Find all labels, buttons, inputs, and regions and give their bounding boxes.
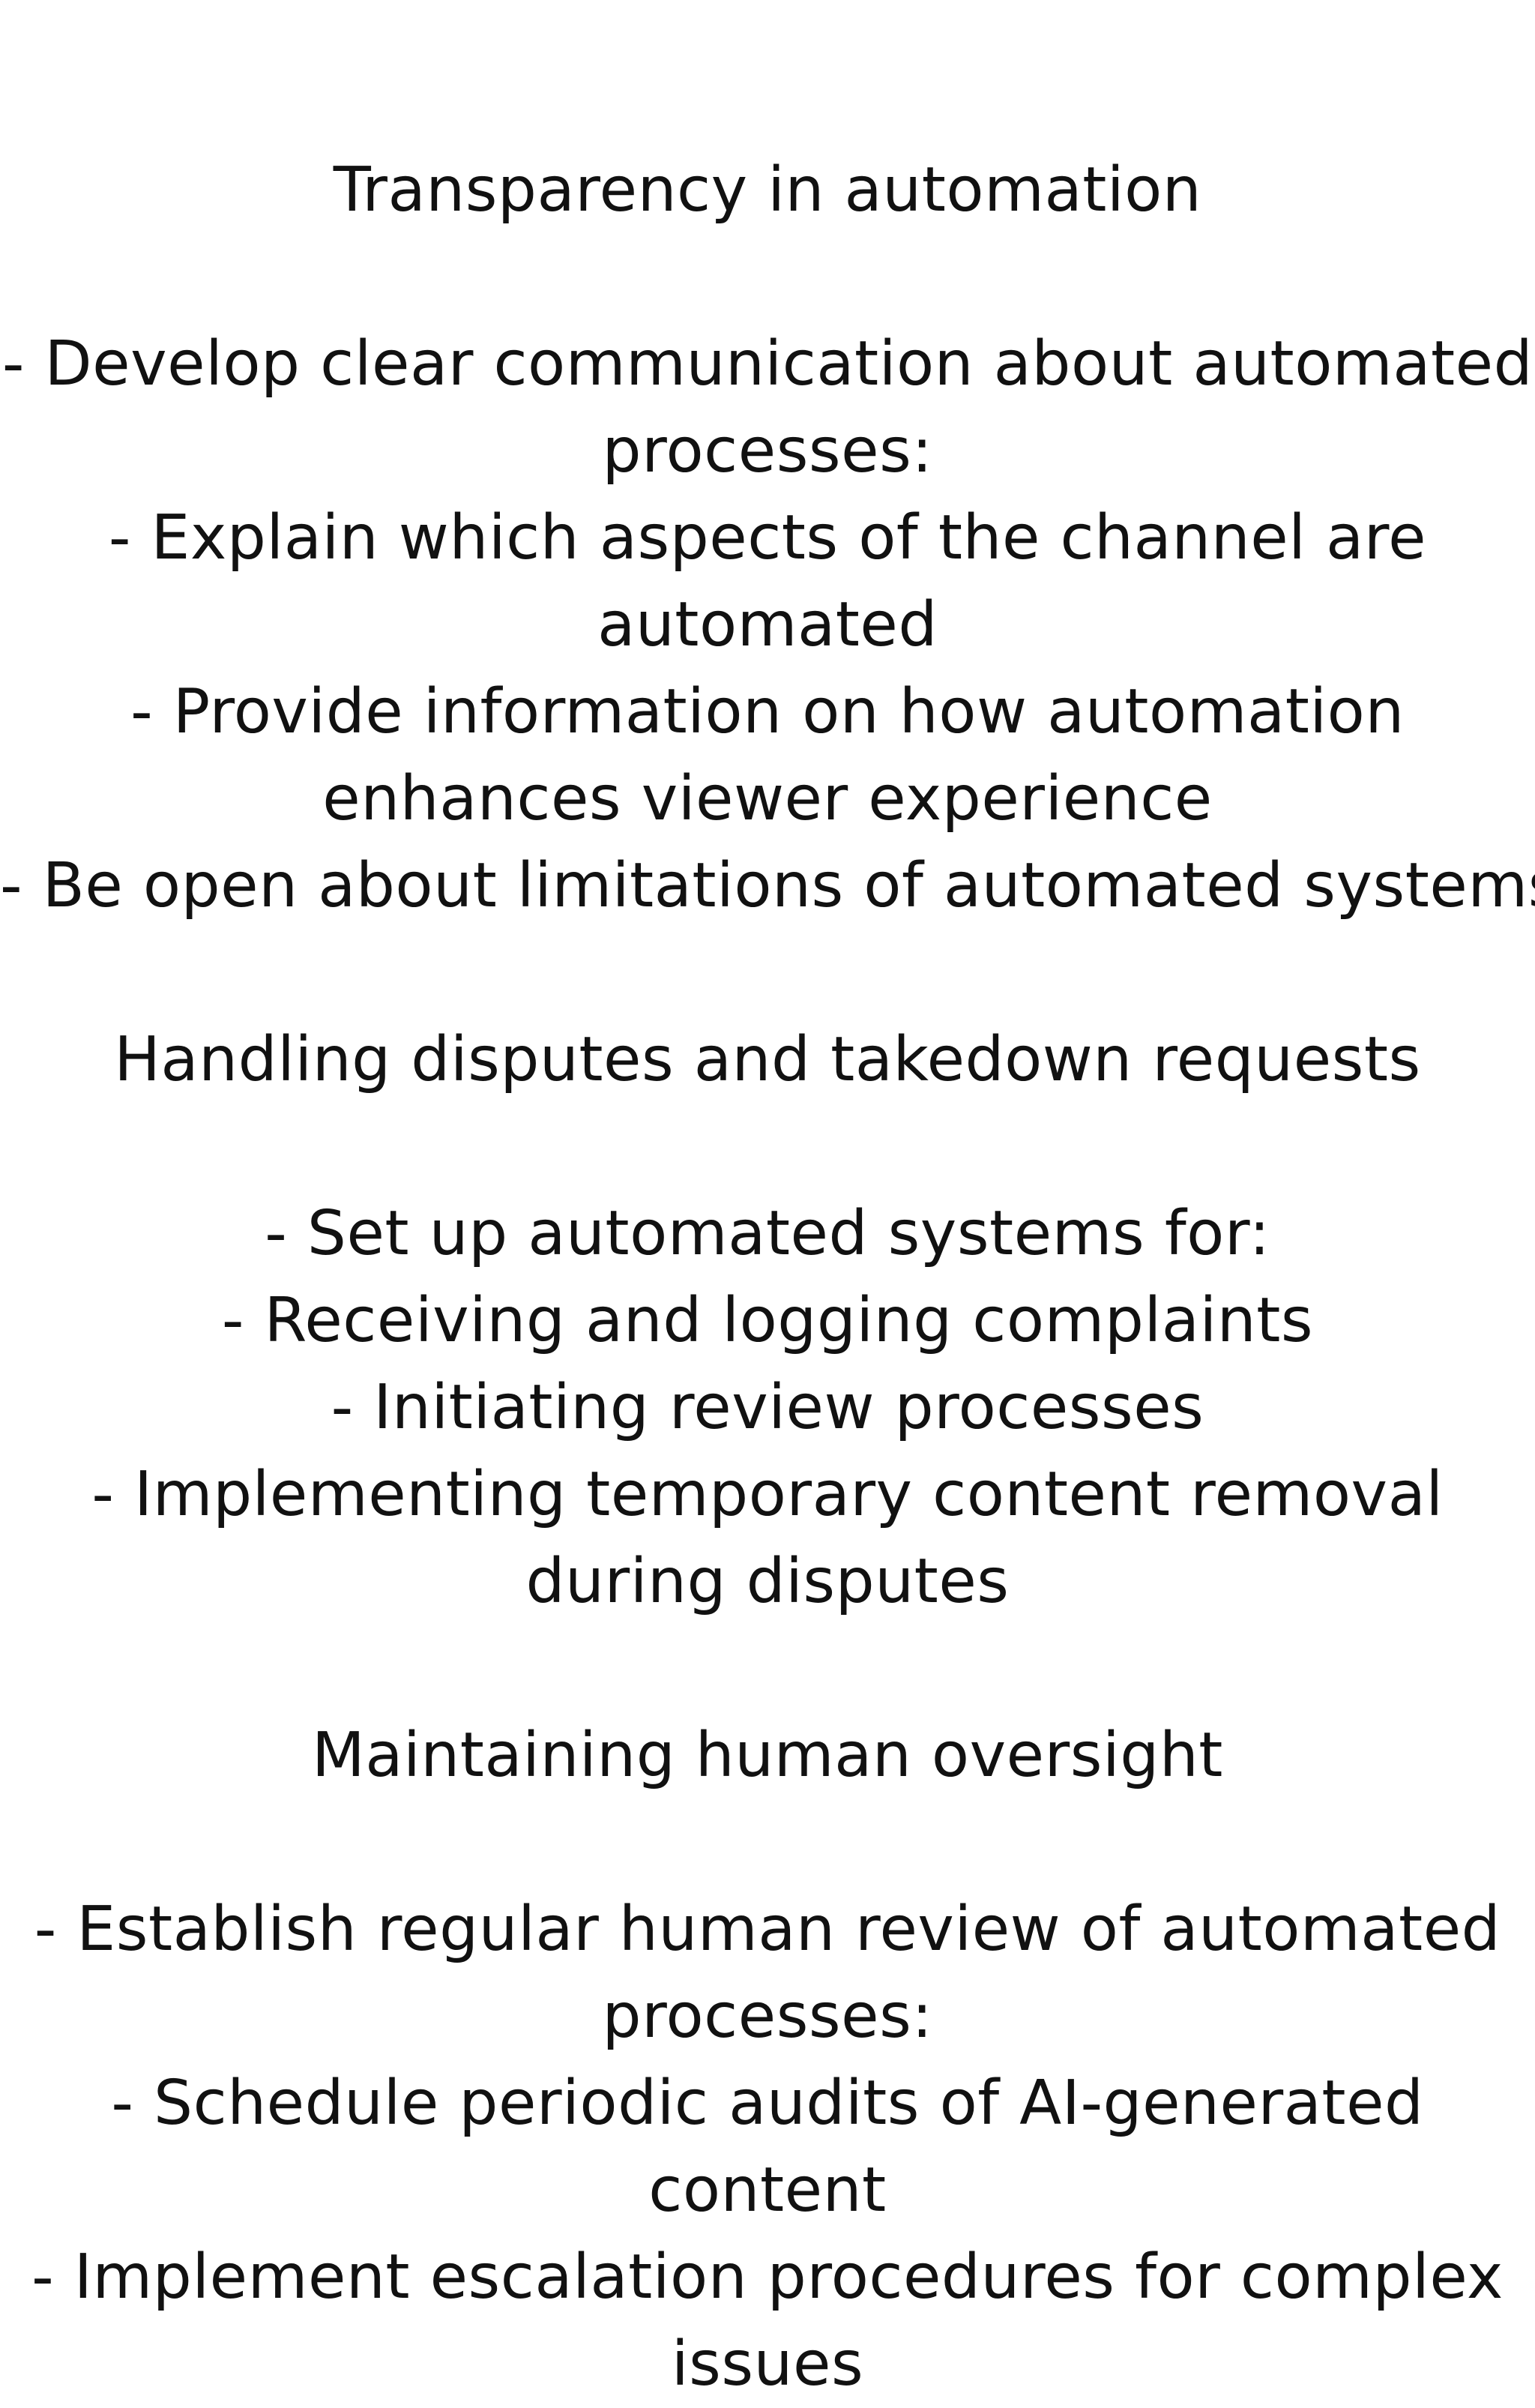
bullet-line: - Explain which aspects of the channel a… <box>108 502 1427 574</box>
bullet-line: automated <box>597 589 938 660</box>
section-heading-oversight: Maintaining human oversight <box>312 1720 1223 1791</box>
bullet-line: processes: <box>602 415 933 487</box>
bullet-line: - Develop clear communication about auto… <box>1 328 1534 400</box>
bullet-line: - Schedule periodic audits of AI-generat… <box>111 2068 1424 2139</box>
section-heading-disputes: Handling disputes and takedown requests <box>114 1024 1421 1095</box>
bullet-line: - Implement escalation procedures for co… <box>31 2242 1504 2313</box>
bullet-line: during disputes <box>525 1546 1010 1617</box>
bullet-line: - Establish regular human review of auto… <box>34 1894 1501 1965</box>
bullet-line: - Receiving and logging complaints <box>221 1285 1314 1356</box>
bullet-line: - Implementing temporary content removal <box>91 1459 1444 1530</box>
bullet-line: content <box>648 2155 887 2226</box>
section-heading-transparency: Transparency in automation <box>333 154 1202 226</box>
bullet-line: - Initiating review processes <box>331 1372 1204 1443</box>
bullet-line: - Be open about limitations of automated… <box>0 850 1535 921</box>
bullet-line: enhances viewer experience <box>322 763 1213 834</box>
bullet-line: issues <box>671 2329 864 2400</box>
bullet-line: - Provide information on how automation <box>130 676 1405 747</box>
bullet-line: - Set up automated systems for: <box>265 1198 1270 1269</box>
bullet-line: processes: <box>602 1981 933 2052</box>
